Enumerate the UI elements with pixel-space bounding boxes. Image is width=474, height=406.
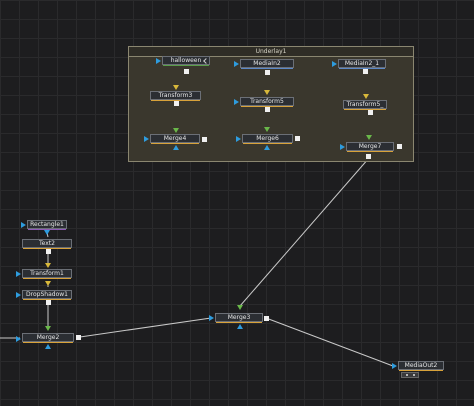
node-mediain2_1-bar: [339, 68, 385, 69]
node-transform1-label: Transform1: [30, 270, 64, 277]
node-transform3-label: Transform3: [158, 92, 193, 99]
merge7-mask-port[interactable]: [366, 135, 372, 140]
node-rectangle1[interactable]: Rectangle1: [27, 220, 67, 230]
merge7-input-port[interactable]: [340, 144, 345, 150]
transform3-input-port[interactable]: [173, 85, 179, 90]
wire-merge2-merge3: [79, 317, 212, 338]
node-merge7[interactable]: Merge7: [346, 142, 394, 152]
node-merge2-label: Merge2: [36, 334, 60, 341]
merge2-mask-port[interactable]: [45, 326, 51, 331]
view-toggle-2-icon[interactable]: [413, 374, 415, 376]
mediaout2-view-toggles[interactable]: [401, 372, 419, 378]
node-dropshadow1-label: DropShadow1: [26, 291, 68, 298]
node-mediain2_1[interactable]: MediaIn2_1: [338, 59, 386, 69]
merge6-output-port[interactable]: [295, 136, 300, 141]
node-merge3-bar: [216, 322, 262, 323]
node-merge6-label: Merge6: [256, 135, 279, 142]
merge4-output-port[interactable]: [202, 137, 207, 142]
node-rectangle1-label: Rectangle1: [30, 221, 64, 228]
transform1-side-port[interactable]: [16, 271, 21, 277]
node-dropshadow1-bar: [23, 299, 71, 300]
node-merge3[interactable]: Merge3: [215, 313, 263, 323]
dropshadow1-output-port[interactable]: [46, 300, 51, 305]
mediaout2-input-port[interactable]: [392, 363, 397, 369]
merge3-mask-port[interactable]: [237, 305, 243, 310]
transform5_1-output-port[interactable]: [368, 110, 373, 115]
wire-merge7-merge3: [239, 157, 370, 307]
merge3-input-port[interactable]: [209, 315, 214, 321]
underlay-title: Underlay1: [129, 47, 413, 57]
text2-output-port[interactable]: [46, 249, 51, 254]
transform3-output-port[interactable]: [174, 101, 179, 106]
node-text2-label: Text2: [39, 240, 55, 247]
node-transform5_1-bar: [344, 109, 386, 110]
merge4-foreground-port[interactable]: [173, 145, 179, 150]
mediain2_1-output-port[interactable]: [363, 69, 368, 74]
node-transform5_1-label: Transform5_: [346, 101, 384, 108]
node-dropshadow1[interactable]: DropShadow1: [22, 290, 72, 300]
node-merge4[interactable]: Merge4: [150, 134, 200, 144]
rectangle1-input-port[interactable]: [21, 222, 26, 228]
dropshadow1-side-port[interactable]: [16, 292, 21, 298]
mediain2_1-input-port[interactable]: [332, 61, 337, 67]
transform5_1-input-port[interactable]: [363, 94, 369, 99]
transform5-side-port[interactable]: [234, 99, 239, 105]
node-transform3-bar: [151, 100, 200, 101]
node-merge4-bar: [151, 143, 199, 144]
halloween-input-port[interactable]: [156, 58, 161, 64]
wire-merge3-mediaout2: [265, 317, 394, 367]
node-transform5_1[interactable]: Transform5_: [343, 100, 387, 110]
node-transform3[interactable]: Transform3: [150, 91, 201, 101]
transform1-output-port[interactable]: [45, 281, 51, 286]
node-mediaout2-label: MediaOut2: [404, 362, 438, 369]
node-mediain2[interactable]: MediaIn2: [240, 59, 294, 69]
node-mediain2-bar: [241, 68, 293, 69]
node-transform5[interactable]: Transform5: [240, 97, 294, 107]
node-halloween-bar: [163, 65, 209, 66]
transform1-input-port[interactable]: [45, 263, 51, 268]
merge2-foreground-port[interactable]: [45, 344, 51, 349]
node-text2-bar: [23, 248, 71, 249]
transform5-input-port[interactable]: [264, 90, 270, 95]
node-transform5-label: Transform5: [250, 98, 284, 105]
collapse-icon: [203, 58, 209, 64]
node-mediaout2[interactable]: MediaOut2: [398, 361, 444, 371]
node-merge2-bar: [23, 342, 73, 343]
merge6-input-port[interactable]: [236, 136, 241, 142]
merge3-output-port[interactable]: [264, 316, 269, 321]
node-transform5-bar: [241, 106, 293, 107]
node-mediain2-label: MediaIn2: [253, 60, 281, 67]
view-toggle-1-icon[interactable]: [406, 374, 408, 376]
node-halloween[interactable]: halloween: [162, 56, 210, 66]
merge3-foreground-port[interactable]: [237, 324, 243, 329]
node-merge7-label: Merge7: [358, 143, 382, 150]
node-merge6-bar: [243, 143, 292, 144]
node-mediain2_1-label: MediaIn2_1: [344, 60, 380, 67]
mediain2-input-port[interactable]: [234, 61, 239, 67]
node-merge3-label: Merge3: [227, 314, 251, 321]
halloween-output-port[interactable]: [184, 69, 189, 74]
merge4-mask-port[interactable]: [173, 128, 179, 133]
merge4-input-port[interactable]: [144, 136, 149, 142]
merge2-input-port[interactable]: [16, 336, 21, 342]
merge6-mask-port[interactable]: [264, 127, 270, 132]
merge7-output-port[interactable]: [397, 144, 402, 149]
node-halloween-label: halloween: [170, 57, 202, 64]
node-transform1[interactable]: Transform1: [22, 269, 72, 279]
merge6-foreground-port[interactable]: [264, 145, 270, 150]
node-transform1-bar: [23, 278, 71, 279]
mediain2-output-port[interactable]: [265, 70, 270, 75]
node-merge7-bar: [347, 151, 393, 152]
merge2-output-port[interactable]: [76, 335, 81, 340]
transform5-output-port[interactable]: [265, 107, 270, 112]
node-merge6[interactable]: Merge6: [242, 134, 293, 144]
rectangle1-output-port[interactable]: [44, 230, 50, 235]
node-merge2[interactable]: Merge2: [22, 333, 74, 343]
merge7-bottom-port[interactable]: [366, 154, 371, 159]
node-merge4-label: Merge4: [163, 135, 187, 142]
node-mediaout2-bar: [399, 370, 443, 371]
node-text2[interactable]: Text2: [22, 239, 72, 249]
node-rectangle1-bar: [28, 229, 66, 230]
